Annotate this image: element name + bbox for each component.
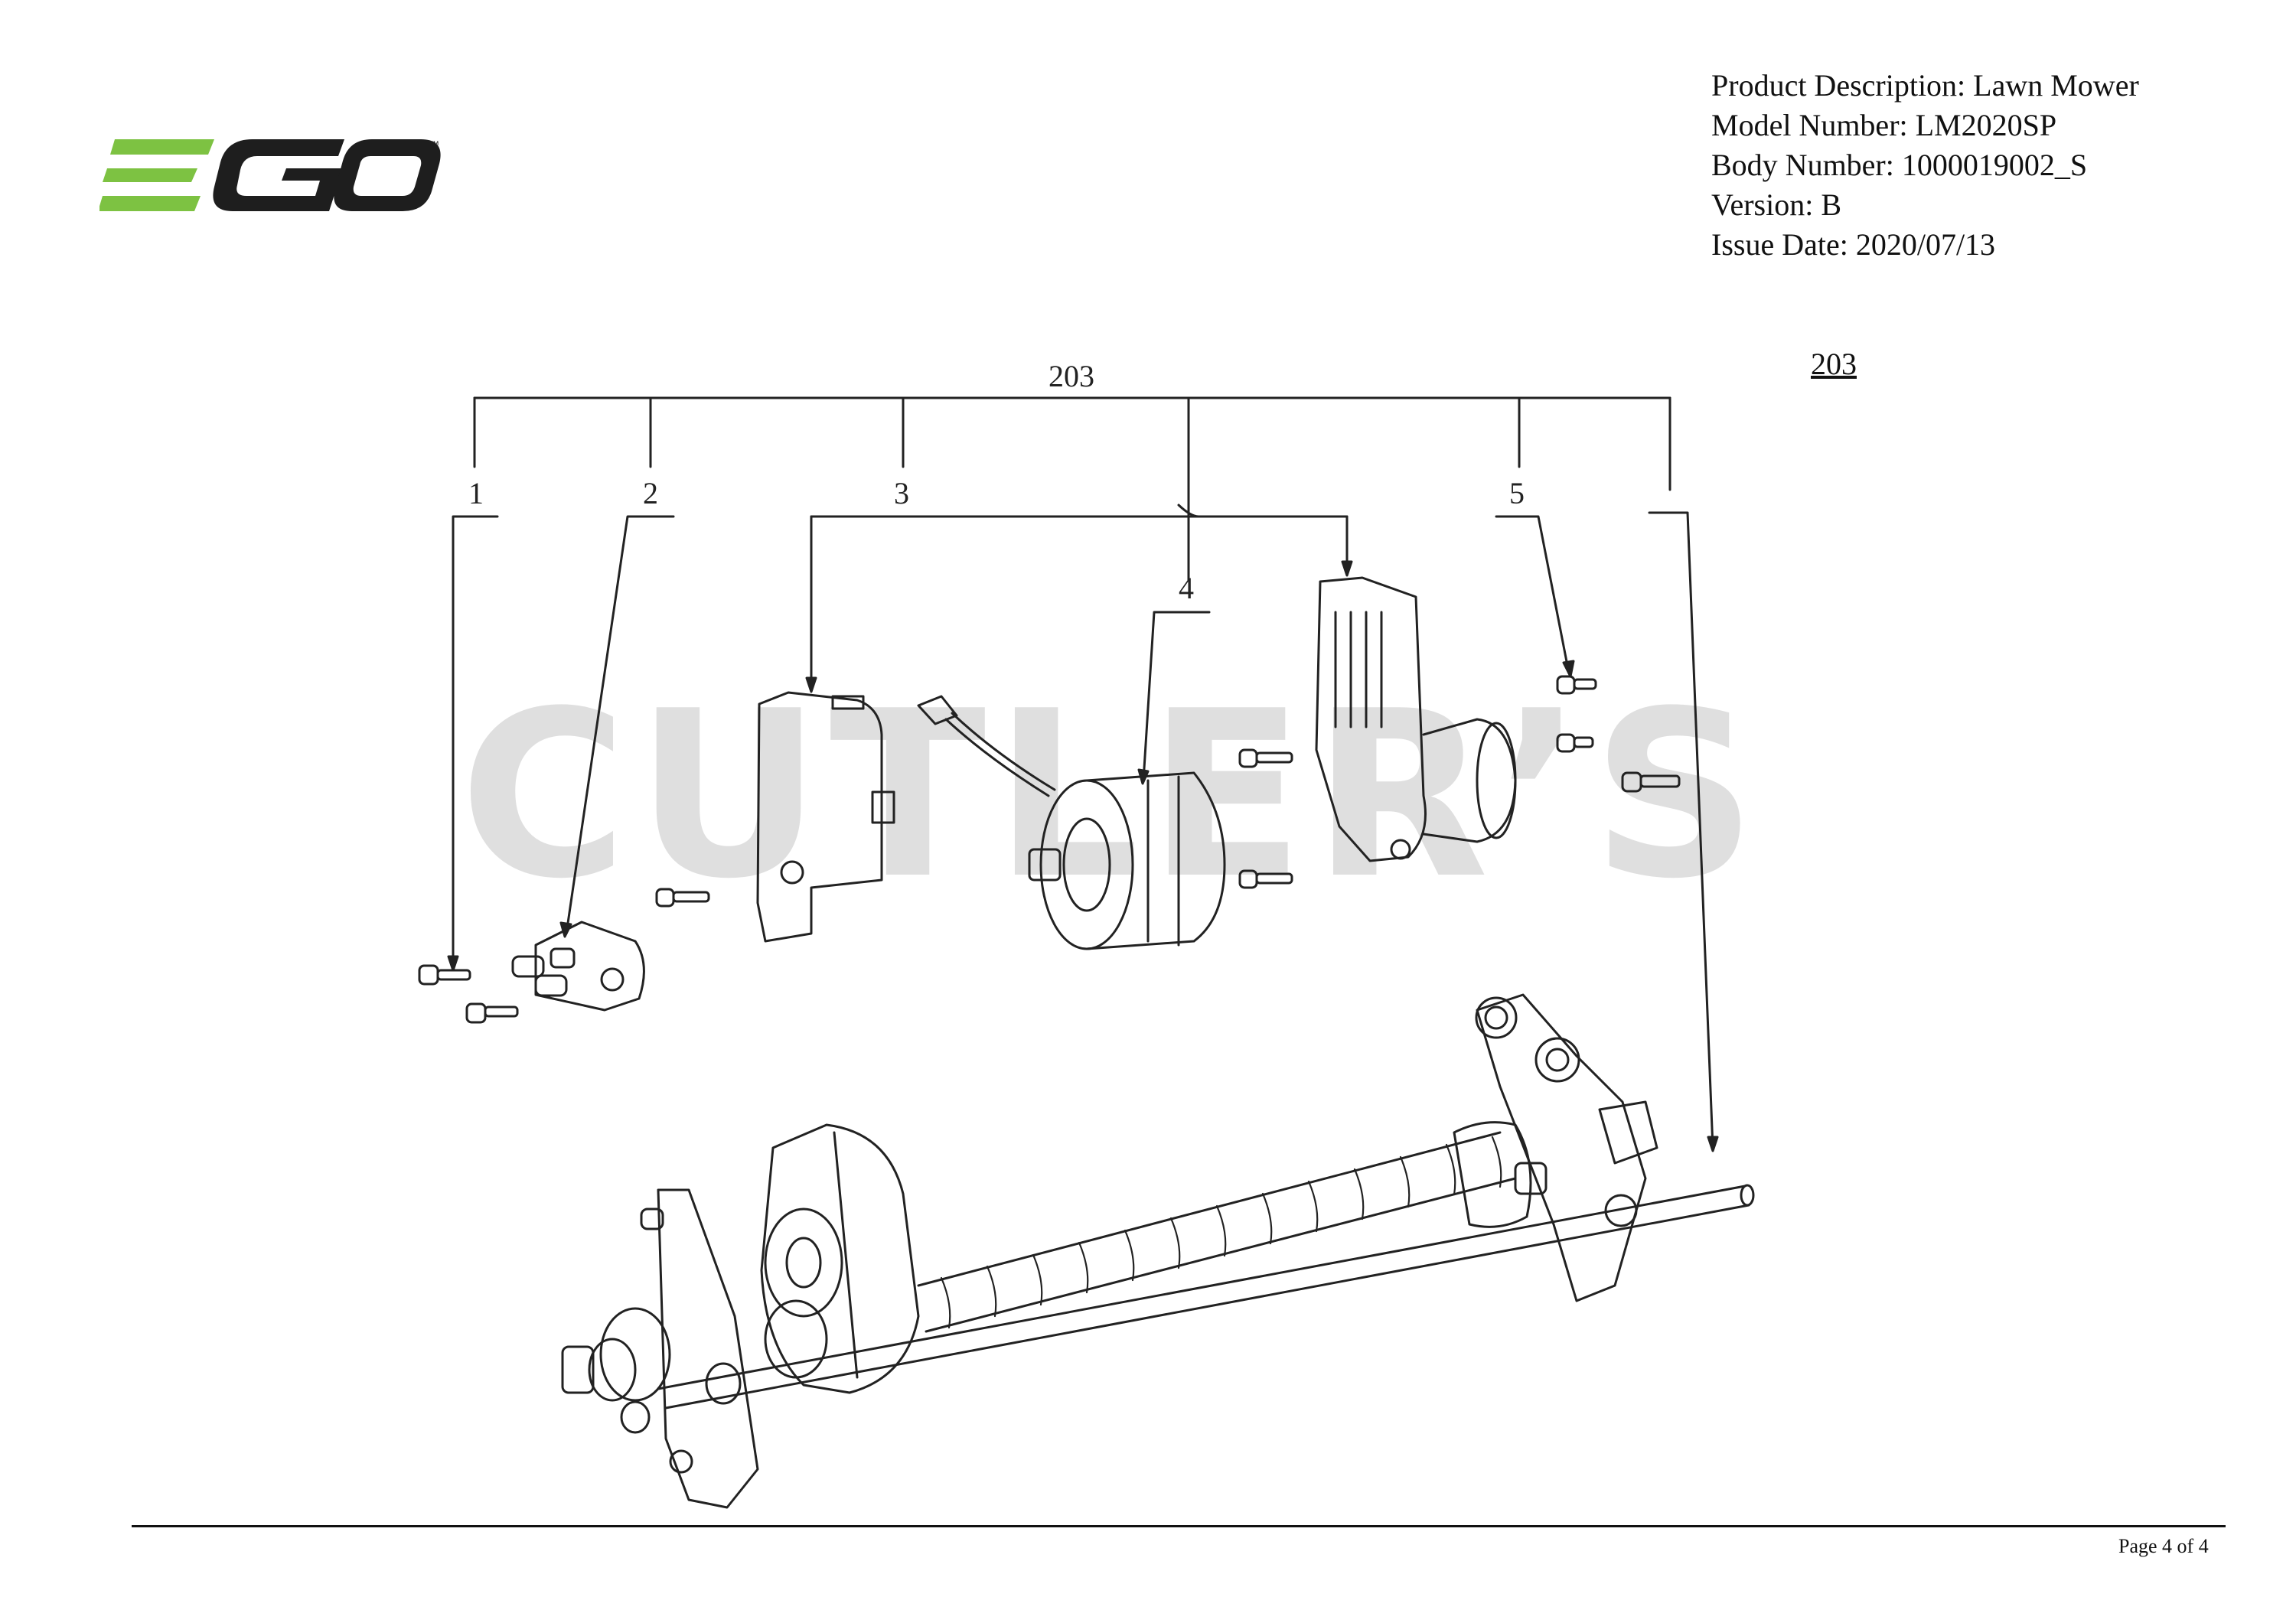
callout-1: 1 <box>468 476 484 510</box>
footer-divider <box>132 1525 2226 1527</box>
product-description: Product Description: Lawn Mower <box>1711 68 2139 103</box>
part-5-screws <box>1556 675 1681 793</box>
ego-logo: ™ <box>99 139 441 211</box>
product-info: Product Description: Lawn Mower Model Nu… <box>1711 66 2139 265</box>
callout-4: 4 <box>1179 571 1194 605</box>
part-1-screws <box>418 964 519 1024</box>
trademark-symbol: ™ <box>429 139 439 151</box>
assembly-label: 203 <box>1049 359 1094 393</box>
reference-title: 203 <box>1811 347 1857 381</box>
version: Version: B <box>1711 187 1841 222</box>
callout-3: 3 <box>894 476 909 510</box>
body-number: Body Number: 1000019002_S <box>1711 148 2088 182</box>
part-3-gearbox-housing <box>1315 576 1517 862</box>
axle-assembly <box>561 993 1755 1509</box>
callout-5: 5 <box>1509 476 1525 510</box>
part-2-bracket <box>511 921 645 1012</box>
watermark: CUTLER’S <box>459 662 1765 929</box>
part-4-motor <box>917 695 1293 950</box>
callout-2: 2 <box>643 476 658 510</box>
issue-date: Issue Date: 2020/07/13 <box>1711 227 1996 262</box>
page-number: Page 4 of 4 <box>2118 1535 2209 1557</box>
callout-tree: 203 1 2 3 4 5 <box>447 359 1719 1152</box>
model-number: Model Number: LM2020SP <box>1711 108 2057 142</box>
part-3-cover <box>655 691 895 943</box>
